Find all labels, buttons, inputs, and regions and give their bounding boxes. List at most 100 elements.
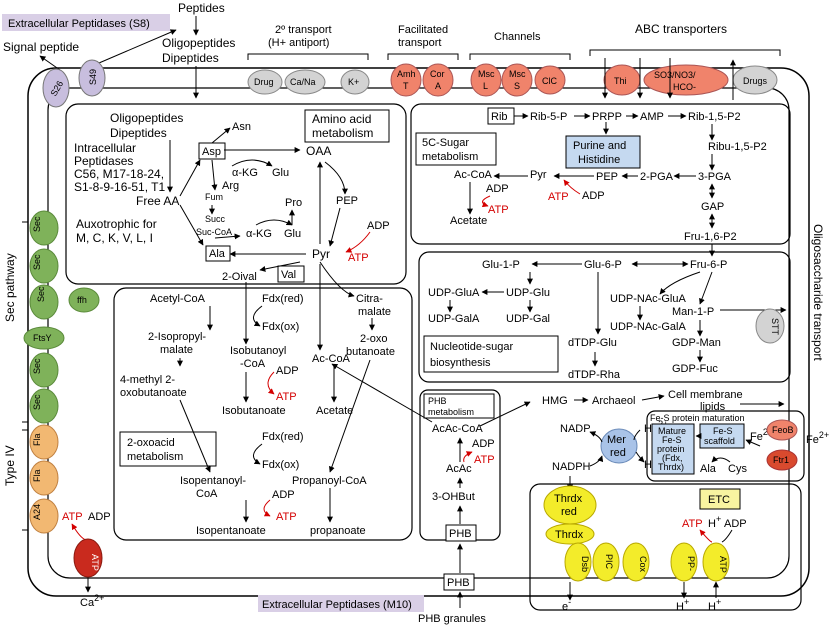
amino-acid-box [65,103,407,285]
purine-label: Purine and [573,140,626,152]
sugar5-title: 5C-Sugar [422,137,469,149]
gap-label: GAP [701,201,724,213]
succ-label: Succ [205,214,226,224]
archaeol-label: Archaeol [592,395,635,407]
intracellular-label-4: S1-8-9-16-51, T1 [74,180,165,194]
pyr-amino-label: Pyr [312,247,330,261]
nadph-label: NADPH [552,461,591,473]
nucleotide-title: Nucleotide-sugar [430,341,513,353]
amp-label: AMP [640,111,664,123]
svg-text:Thrdx: Thrdx [555,529,584,541]
intracellular-label-3: C56, M17-18-24, [74,167,164,181]
oaa-label: OAA [306,144,331,158]
scaffold-label-2: scaffold [704,436,735,446]
ribu-label: Ribu-1,5-P2 [708,141,767,153]
akg-2-label: α-KG [246,228,272,240]
succoa-label: Suc-CoA [196,227,232,237]
citramalate-label: Citra- [356,293,383,305]
glu6p-label: Glu-6-P [584,259,622,271]
oligopeptides-top-label: Oligopeptides [162,36,235,50]
cana-transporter: Ca/Na [284,69,326,95]
svg-text:red: red [610,447,626,459]
a24-protein: A24 [29,498,59,534]
pic-protein: PIC [592,542,620,582]
mature-fes-label: Mature [658,426,686,436]
pga3-label: 3-PGA [698,171,732,183]
udpglu-label: UDP-Glu [506,287,550,299]
ca-label: Ca2+ [80,593,104,609]
peptides-label: Peptides [178,1,225,15]
thrdx-red-protein: Thrdx red [543,485,597,525]
svg-text:S: S [514,81,520,91]
udpnacglua-label: UDP-NAc-GluA [610,293,686,305]
ffh-protein: ffh [68,287,100,313]
svg-text:Fla: Fla [32,469,42,482]
etc-title: ETC [708,494,730,506]
fdxox-1-label: Fdx(ox) [262,321,299,333]
atp-etc: ATP [682,518,703,530]
dtdprha-label: dTDP-Rha [568,369,621,381]
ohbut-label: 3-OHBut [432,491,475,503]
s26-protein: S26 [42,68,70,108]
asn-label: Asn [232,121,251,133]
intracellular-label: Intracellular [74,141,136,155]
svg-text:ClC: ClC [542,76,557,86]
udpgal-label: UDP-Gal [506,313,550,325]
acetate-sugar-label: Acetate [450,215,487,227]
svg-text:FtsY: FtsY [33,333,52,343]
drug-transporter: Drug [247,69,283,95]
svg-text:Dsb: Dsb [580,556,590,572]
svg-text:Drug: Drug [254,77,274,87]
eminus-label: e- [562,597,571,613]
svg-text:red: red [561,506,577,518]
phb-granules-label: PHB granules [418,613,486,625]
propanoate-label: propanoate [310,525,366,537]
intracellular-label-2: Peptidases [74,154,133,168]
pep-sugar-label: PEP [596,171,618,183]
fla-j-protein: Fla [29,460,59,496]
oligosaccharide-label: Oligosaccharide transport [811,224,825,361]
svg-text:STT: STT [770,318,780,336]
ftsy-protein: FtsY [23,326,65,350]
svg-text:Cor: Cor [430,69,445,79]
sec-pathway-label: Sec pathway [3,253,17,322]
oxoacid-box [113,287,413,541]
sec-e-protein: Sec [29,210,59,246]
man1p-label: Man-1-P [672,306,714,318]
rib5p-label: Rib-5-P [530,111,567,123]
secondary-transport-sub: (H+ antiport) [268,37,329,49]
adp-amino-label: ADP [367,220,390,232]
svg-text:T: T [403,81,409,91]
svg-text:ATP: ATP [90,554,100,571]
fes-box [646,410,805,482]
glu1p-label: Glu-1-P [482,259,520,271]
amino-oligo-label: Oligopeptides [110,111,183,125]
svg-text:L: L [483,81,488,91]
svg-text:Fla: Fla [32,433,42,446]
phb-outer-label: PHB [447,577,470,589]
udpgala-label: UDP-GalA [428,313,480,325]
val-label: Val [281,269,296,281]
svg-text:K+: K+ [348,77,359,87]
atp-amino-label: ATP [348,252,369,264]
svg-text:SO3/NO3/: SO3/NO3/ [654,70,696,80]
phb-title-2: metabolism [428,407,474,417]
facilitated-label: Facilitated [398,24,448,36]
isopentanoate-label: Isopentanoate [196,525,266,537]
svg-text:Sec: Sec [32,394,42,410]
oxobutanoate-label-2: butanoate [346,346,395,358]
cox2-protein: Cox [622,542,650,582]
glu-1-label: Glu [272,167,289,179]
oxoacid-title: 2-oxoacid [127,437,175,449]
mature-fes-label-5: Thrdx) [658,462,684,472]
atp-sugar-1: ATP [488,204,509,216]
h-out-2-label: H+ [708,597,721,613]
svg-text:Ftr1: Ftr1 [773,455,789,465]
isopentanoyl-label-2: CoA [196,488,218,500]
fdxred-2-label: Fdx(red) [262,431,304,443]
hmg-label: HMG [542,395,568,407]
fes-title: Fe-S protein maturation [650,413,745,423]
isobutanoyl-label-2: -CoA [240,358,266,370]
